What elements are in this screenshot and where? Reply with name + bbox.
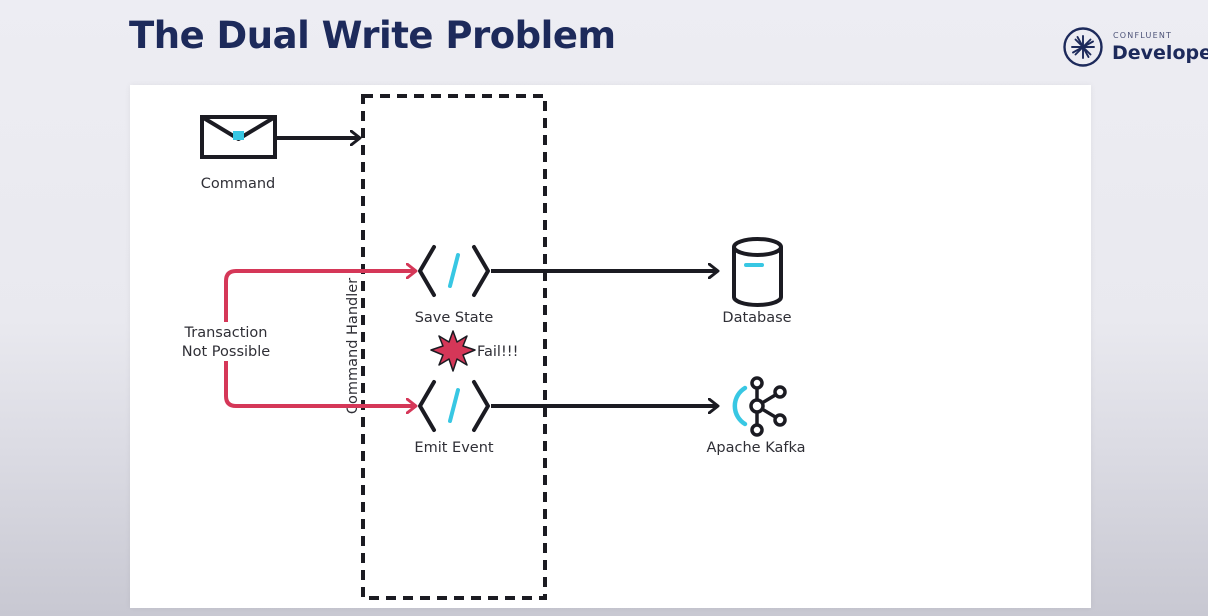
transaction-arrow-bottom bbox=[224, 361, 416, 406]
command-handler-boundary bbox=[361, 94, 547, 600]
command-handler-label: Command Handler bbox=[345, 278, 361, 414]
confluent-developer-logo: CONFLUENT Developer bbox=[1063, 27, 1208, 69]
database-icon bbox=[732, 237, 783, 307]
save-state-code-icon bbox=[418, 245, 490, 297]
brand-name: Developer bbox=[1112, 42, 1208, 64]
command-label: Command bbox=[201, 176, 276, 192]
apache-kafka-icon bbox=[732, 376, 787, 437]
transaction-arrow-top bbox=[224, 271, 416, 322]
diagram-panel bbox=[130, 85, 1091, 608]
brand-small-text: CONFLUENT bbox=[1113, 31, 1173, 40]
emit-event-code-icon bbox=[418, 380, 490, 432]
database-label: Database bbox=[722, 310, 791, 326]
transaction-label-line1: Transaction bbox=[184, 325, 268, 341]
fail-label: Fail!!! bbox=[477, 344, 518, 360]
emit-event-label: Emit Event bbox=[414, 440, 493, 456]
transaction-label-line2: Not Possible bbox=[182, 344, 270, 360]
envelope-icon bbox=[200, 115, 277, 159]
slide-title: The Dual Write Problem bbox=[129, 14, 616, 57]
kafka-label: Apache Kafka bbox=[707, 440, 806, 456]
fail-burst-icon bbox=[430, 330, 476, 372]
save-state-label: Save State bbox=[415, 310, 494, 326]
confluent-starburst-icon bbox=[1063, 27, 1103, 67]
